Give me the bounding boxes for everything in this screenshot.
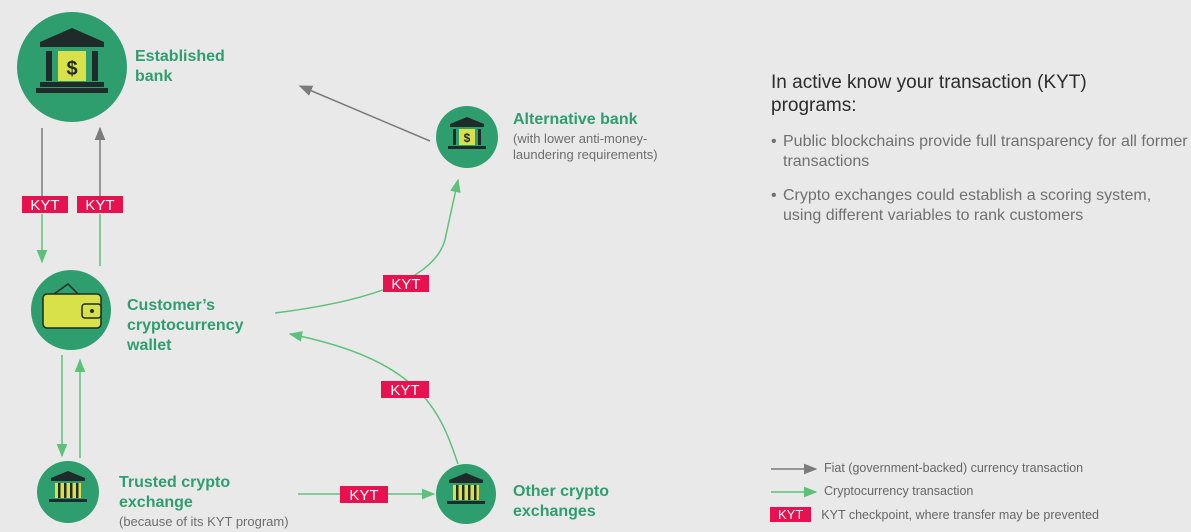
sublabel-trusted-exchange: (because of its KYT program) <box>119 514 289 529</box>
legend-kyt-text: KYT checkpoint, where transfer may be pr… <box>821 507 1099 522</box>
node-customer-wallet <box>31 270 111 350</box>
node-alternative-bank: $ <box>436 106 498 168</box>
svg-text:KYT: KYT <box>30 197 59 214</box>
kyt-badge-other-to-wallet: KYT <box>381 381 429 399</box>
svg-text:KYT: KYT <box>349 487 378 504</box>
legend-crypto-text: Cryptocurrency transaction <box>824 484 974 498</box>
node-established-bank: $ <box>17 12 127 122</box>
legend-fiat-text: Fiat (government-backed) currency transa… <box>824 461 1084 475</box>
bank-icon: $ <box>448 117 486 149</box>
svg-text:KYT: KYT <box>390 382 419 399</box>
wallet-icon <box>42 283 102 329</box>
label-established-bank: Established bank <box>135 48 225 85</box>
legend-kyt-badge: KYT <box>770 507 812 522</box>
node-trusted-exchange <box>37 461 99 523</box>
info-bullets: •Public blockchains provide full transpa… <box>771 132 1191 240</box>
bank-icon <box>49 471 87 502</box>
sublabel-alternative-bank: (with lower anti-money- laundering requi… <box>513 131 658 162</box>
info-bullet: •Crypto exchanges could establish a scor… <box>771 187 1152 224</box>
kyt-badge-trusted-to-other: KYT <box>340 486 388 504</box>
label-trusted-exchange: Trusted crypto exchange <box>119 474 231 511</box>
bank-icon <box>447 473 485 504</box>
label-alternative-bank: Alternative bank <box>513 111 638 128</box>
svg-text:KYT: KYT <box>85 197 114 214</box>
kyt-badge-bank-down: KYT <box>22 196 68 214</box>
kyt-badge-bank-up: KYT <box>77 196 123 214</box>
legend-kyt: KYT KYT checkpoint, where transfer may b… <box>770 507 1099 522</box>
legend-fiat: Fiat (government-backed) currency transa… <box>824 461 1083 475</box>
arrow-other-to-wallet <box>288 331 459 465</box>
info-bullet-text: Public blockchains provide full transpar… <box>783 133 1188 170</box>
info-bullet: •Public blockchains provide full transpa… <box>771 133 1188 170</box>
info-bullet-text: Crypto exchanges could establish a scori… <box>783 187 1152 224</box>
dollar-icon: $ <box>66 58 77 80</box>
arrow-altbank-to-bank <box>298 85 431 142</box>
node-other-exchanges <box>436 464 496 524</box>
info-title: In active know your transaction (KYT) pr… <box>771 72 1087 116</box>
label-customer-wallet: Customer’s cryptocurrency wallet <box>127 297 244 354</box>
kyt-badge-altbank: KYT <box>383 275 429 293</box>
svg-text:KYT: KYT <box>391 276 420 293</box>
bank-icon: $ <box>36 28 108 93</box>
label-other-exchanges: Other crypto exchanges <box>513 483 610 520</box>
dollar-icon: $ <box>464 131 471 145</box>
arrow-wallet-to-altbank <box>274 178 461 314</box>
legend-crypto: Cryptocurrency transaction <box>824 484 973 498</box>
